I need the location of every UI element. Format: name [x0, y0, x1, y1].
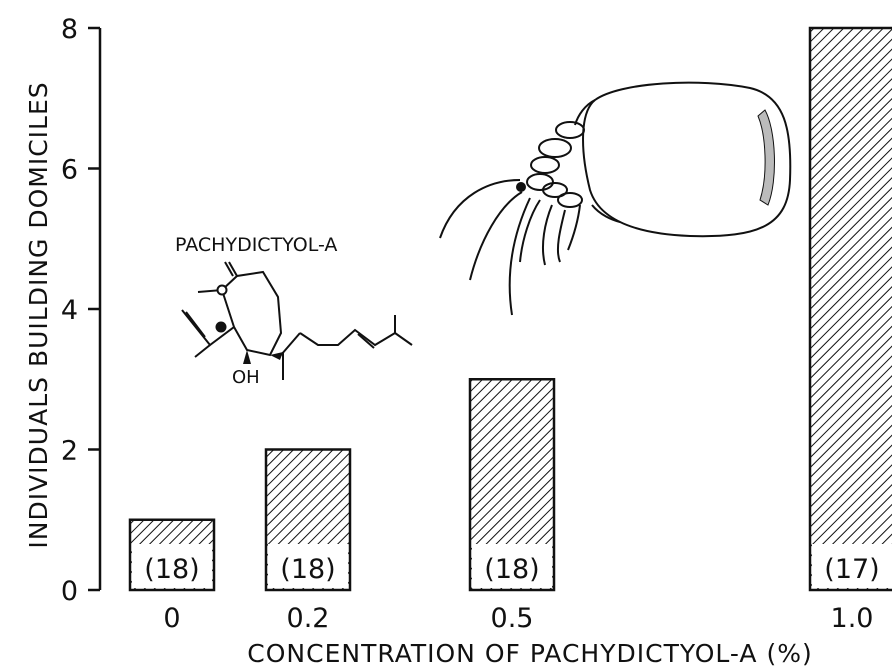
- bar-label-box: [472, 544, 552, 588]
- y-axis-label: INDIVIDUALS BUILDING DOMICILES: [24, 81, 53, 548]
- bar-label-box: [268, 544, 348, 588]
- compound-label: PACHYDICTYOL-A: [175, 234, 337, 256]
- y-tick-label: 2: [61, 436, 78, 467]
- x-tick-label: 0.2: [287, 603, 330, 634]
- amphipod-illustration: [439, 81, 792, 316]
- bar: [808, 26, 892, 592]
- y-tick-label: 6: [61, 155, 78, 186]
- y-tick-label: 8: [61, 14, 78, 45]
- y-ticks: 0 2 4 6 8: [61, 14, 100, 607]
- x-tick-label: 1.0: [831, 603, 874, 634]
- x-tick-label: 0.5: [491, 603, 534, 634]
- stereocenter-filled: [215, 321, 227, 333]
- x-tick-label: 0: [163, 603, 180, 634]
- x-axis-label: CONCENTRATION OF PACHYDICTYOL-A (%): [247, 639, 812, 668]
- sample-size-label: (18): [484, 554, 539, 585]
- pachydictyol-structure: PACHYDICTYOL-A OH: [175, 234, 413, 388]
- bar-label-box: [812, 544, 892, 588]
- bar-label-box: [132, 544, 212, 588]
- sample-size-label: (18): [144, 554, 199, 585]
- hydroxyl-label: OH: [232, 367, 260, 388]
- wedge-bond: [243, 350, 251, 364]
- y-tick-label: 4: [61, 295, 78, 326]
- structure-drawing: [181, 261, 413, 380]
- y-tick-label: 0: [61, 576, 78, 607]
- x-ticks: 0 0.2 0.5 1.0: [163, 603, 873, 634]
- y-axis: 0 2 4 6 8 INDIVIDUALS BUILDING DOMICILES: [24, 14, 102, 607]
- sample-size-label: (18): [280, 554, 335, 585]
- sample-size-label: (17): [824, 554, 879, 585]
- bars: (18) (18) (18) (17): [128, 26, 892, 592]
- stereocenter-open: [216, 284, 228, 296]
- wedge-bond-2: [270, 352, 283, 360]
